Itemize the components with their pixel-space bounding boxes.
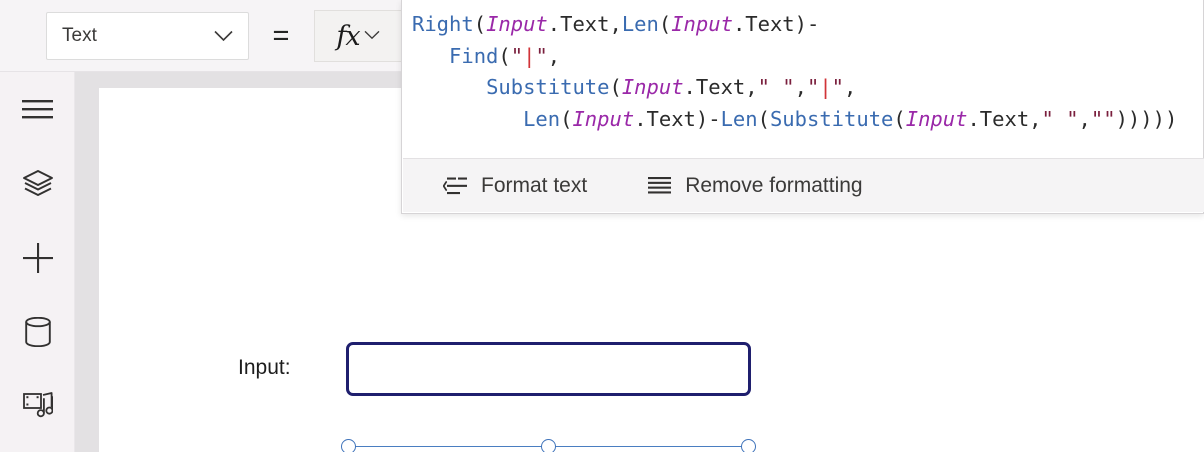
text-input-control[interactable] bbox=[346, 342, 751, 396]
fx-label: fx bbox=[336, 20, 360, 52]
formula-flyout-panel: Right(Input.Text,Len(Input.Text)- Find("… bbox=[401, 0, 1204, 214]
remove-formatting-icon bbox=[647, 176, 672, 196]
format-text-label: Format text bbox=[481, 173, 588, 197]
layers-icon bbox=[22, 169, 54, 197]
formula-action-bar: Format text Remove formatting bbox=[403, 158, 1204, 212]
sidebar-item-tree-view[interactable] bbox=[0, 158, 75, 208]
format-text-button[interactable]: Format text bbox=[433, 160, 597, 212]
sidebar-item-insert[interactable] bbox=[0, 233, 75, 283]
remove-formatting-button[interactable]: Remove formatting bbox=[637, 160, 872, 212]
formula-editor[interactable]: Right(Input.Text,Len(Input.Text)- Find("… bbox=[412, 12, 1178, 131]
property-dropdown[interactable]: Text bbox=[46, 12, 249, 60]
property-dropdown-value: Text bbox=[62, 25, 97, 46]
left-rail bbox=[0, 72, 75, 452]
database-icon bbox=[24, 317, 51, 347]
remove-formatting-label: Remove formatting bbox=[685, 173, 863, 197]
resize-handle-top-middle[interactable] bbox=[541, 439, 556, 452]
plus-icon bbox=[22, 243, 53, 273]
label-control-selection[interactable] bbox=[341, 439, 756, 452]
media-icon bbox=[22, 391, 53, 419]
resize-handle-top-left[interactable] bbox=[341, 439, 356, 452]
chevron-down-icon bbox=[210, 30, 236, 42]
chevron-down-icon bbox=[364, 27, 380, 45]
sidebar-item-data[interactable] bbox=[0, 307, 75, 357]
hamburger-menu-icon bbox=[22, 99, 53, 121]
function-picker-button[interactable]: fx bbox=[314, 10, 402, 62]
sidebar-item-media[interactable] bbox=[0, 380, 75, 430]
equals-sign: = bbox=[272, 20, 290, 52]
sidebar-item-menu[interactable] bbox=[0, 85, 75, 135]
input-field-label: Input: bbox=[238, 356, 291, 379]
format-text-icon bbox=[442, 176, 468, 196]
resize-handle-top-right[interactable] bbox=[741, 439, 756, 452]
